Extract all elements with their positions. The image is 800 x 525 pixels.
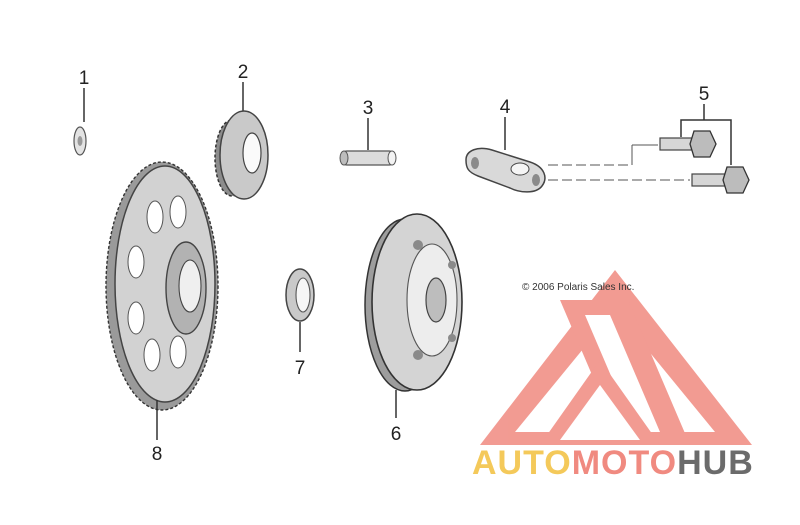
callout-7: 7: [295, 358, 306, 379]
watermark-brand-auto: AUTO: [472, 444, 572, 482]
watermark-diagonal-cutout: [585, 315, 660, 432]
callout-5: 5: [699, 84, 710, 105]
callout-3: 3: [363, 98, 374, 119]
watermark-brand-hub: HUB: [677, 444, 754, 482]
callout-2: 2: [238, 62, 249, 83]
watermark-small-cutout: [560, 385, 640, 440]
flywheel-part: [364, 213, 463, 418]
callout-1: 1: [79, 68, 90, 89]
gear-part: [214, 82, 269, 200]
callout-8: 8: [152, 444, 163, 465]
watermark-logo: [480, 270, 752, 445]
ring-gear-part: [105, 161, 219, 440]
callout-6: 6: [391, 424, 402, 445]
bushing-part: [285, 268, 315, 352]
watermark-brand-moto: MOTO: [572, 444, 677, 482]
washer-part: [73, 88, 87, 156]
callout-4: 4: [500, 97, 511, 118]
plate-part: [465, 117, 546, 193]
pin-part: [339, 118, 397, 166]
bolts-part: [548, 104, 750, 194]
copyright-text: © 2006 Polaris Sales Inc.: [522, 282, 634, 293]
watermark-brand-text: AUTOMOTOHUB: [472, 444, 754, 482]
